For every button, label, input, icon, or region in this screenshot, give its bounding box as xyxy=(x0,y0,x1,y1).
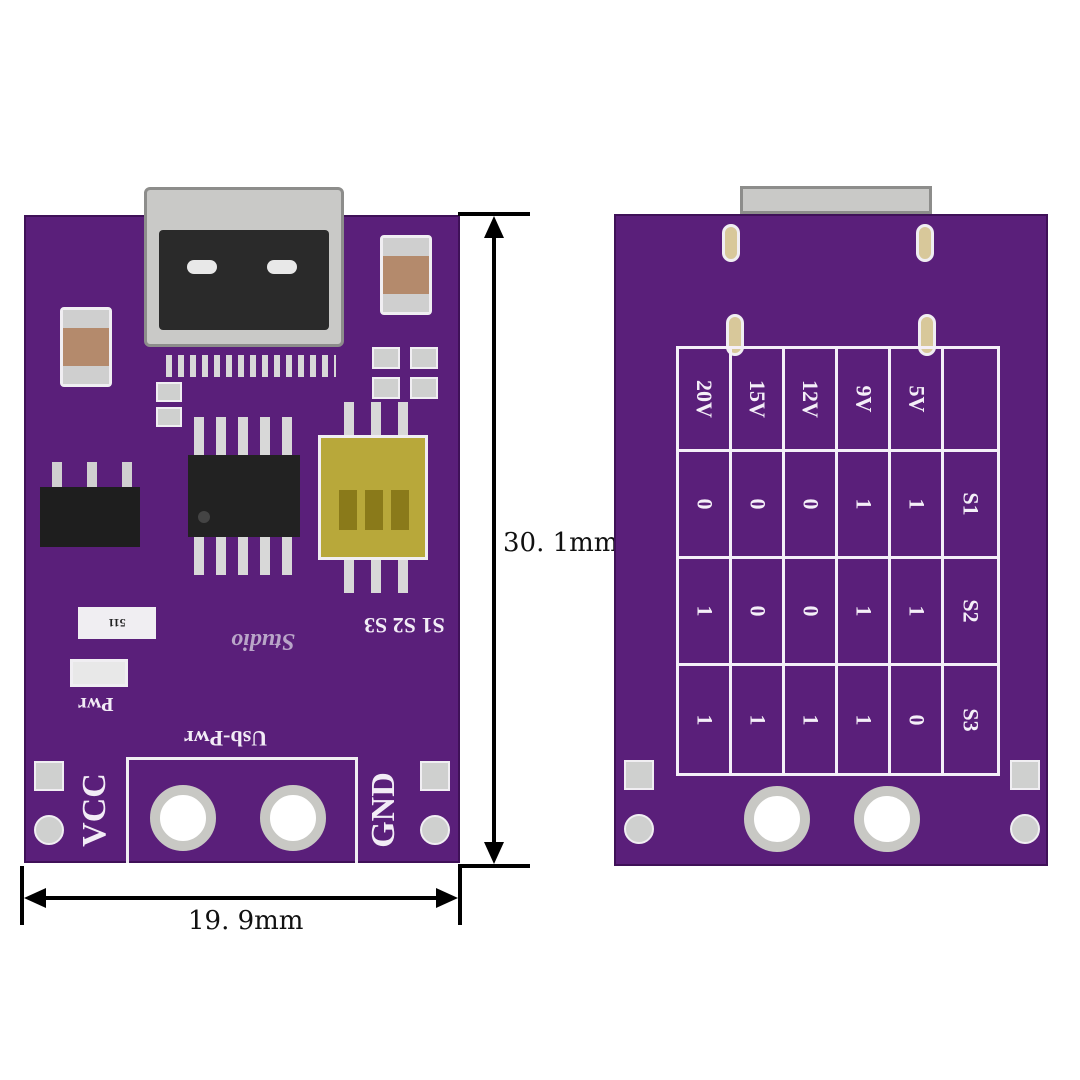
capacitor-left xyxy=(60,307,112,387)
regulator-pins xyxy=(52,462,132,487)
smd-pad xyxy=(410,377,438,399)
capacitor-right xyxy=(380,235,432,315)
back-usb-connector-edge xyxy=(740,186,932,214)
table-cell: 1 xyxy=(888,556,944,666)
corner-pad xyxy=(420,815,450,845)
table-cell: 0 xyxy=(729,449,785,559)
gnd-terminal-hole xyxy=(260,785,326,851)
usb-pin-row xyxy=(166,355,336,377)
ic-pins-top xyxy=(194,417,294,455)
row-label-cell: S1 xyxy=(941,449,1000,559)
ic-chip xyxy=(188,455,300,537)
header-cell: 20V xyxy=(676,346,732,452)
led xyxy=(70,659,128,687)
corner-pad xyxy=(1010,760,1040,790)
table-cell: 1 xyxy=(888,449,944,559)
corner-pad xyxy=(624,760,654,790)
table-cell: 1 xyxy=(676,556,732,666)
mount-tab xyxy=(726,314,744,356)
table-cell: 1 xyxy=(835,449,891,559)
table-cell: 1 xyxy=(729,663,785,776)
vcc-terminal-hole xyxy=(150,785,216,851)
table-cell: 0 xyxy=(676,449,732,559)
smd-pad xyxy=(156,382,182,402)
voltage-regulator xyxy=(40,487,140,547)
back-pcb: 20V 15V 12V 9V 5V 0 0 0 1 1 S1 1 0 0 1 1… xyxy=(614,214,1048,866)
corner-pad xyxy=(34,761,64,791)
smd-pad xyxy=(372,377,400,399)
ic-pins-bottom xyxy=(194,537,294,575)
corner-pad xyxy=(1010,814,1040,844)
corner-pad xyxy=(624,814,654,844)
table-cell: 0 xyxy=(782,449,838,559)
smd-pad xyxy=(372,347,400,369)
table-cell: 1 xyxy=(835,556,891,666)
header-cell xyxy=(941,346,1000,452)
table-cell: 0 xyxy=(888,663,944,776)
back-vcc-terminal-hole xyxy=(744,786,810,852)
header-cell: 15V xyxy=(729,346,785,452)
width-dimension-label: 19. 9mm xyxy=(188,906,304,936)
height-dimension-label: 30. 1mm xyxy=(503,528,619,558)
front-pcb: S1 S2 S3 Studio 511 Pwr Usb-Pwr VCC GND xyxy=(24,187,460,863)
usb-c-connector xyxy=(144,187,344,347)
dip-switch-pins-top xyxy=(344,402,414,435)
mount-tab xyxy=(722,224,740,262)
header-cell: 9V xyxy=(835,346,891,452)
smd-pad xyxy=(410,347,438,369)
resistor: 511 xyxy=(78,607,156,639)
row-label-cell: S2 xyxy=(941,556,1000,666)
table-cell: 0 xyxy=(782,556,838,666)
mount-tab xyxy=(918,314,936,356)
voltage-truth-table: 20V 15V 12V 9V 5V 0 0 0 1 1 S1 1 0 0 1 1… xyxy=(676,346,1000,776)
header-cell: 12V xyxy=(782,346,838,452)
table-cell: 1 xyxy=(782,663,838,776)
back-gnd-terminal-hole xyxy=(854,786,920,852)
corner-pad xyxy=(34,815,64,845)
terminal-outline xyxy=(126,757,358,863)
header-cell: 5V xyxy=(888,346,944,452)
table-cell: 0 xyxy=(729,556,785,666)
table-cell: 1 xyxy=(835,663,891,776)
corner-pad xyxy=(420,761,450,791)
row-label-cell: S3 xyxy=(941,663,1000,776)
table-cell: 1 xyxy=(676,663,732,776)
dip-switch-pins-bottom xyxy=(344,560,414,593)
dip-switch[interactable] xyxy=(318,435,428,560)
mount-tab xyxy=(916,224,934,262)
smd-pad xyxy=(156,407,182,427)
